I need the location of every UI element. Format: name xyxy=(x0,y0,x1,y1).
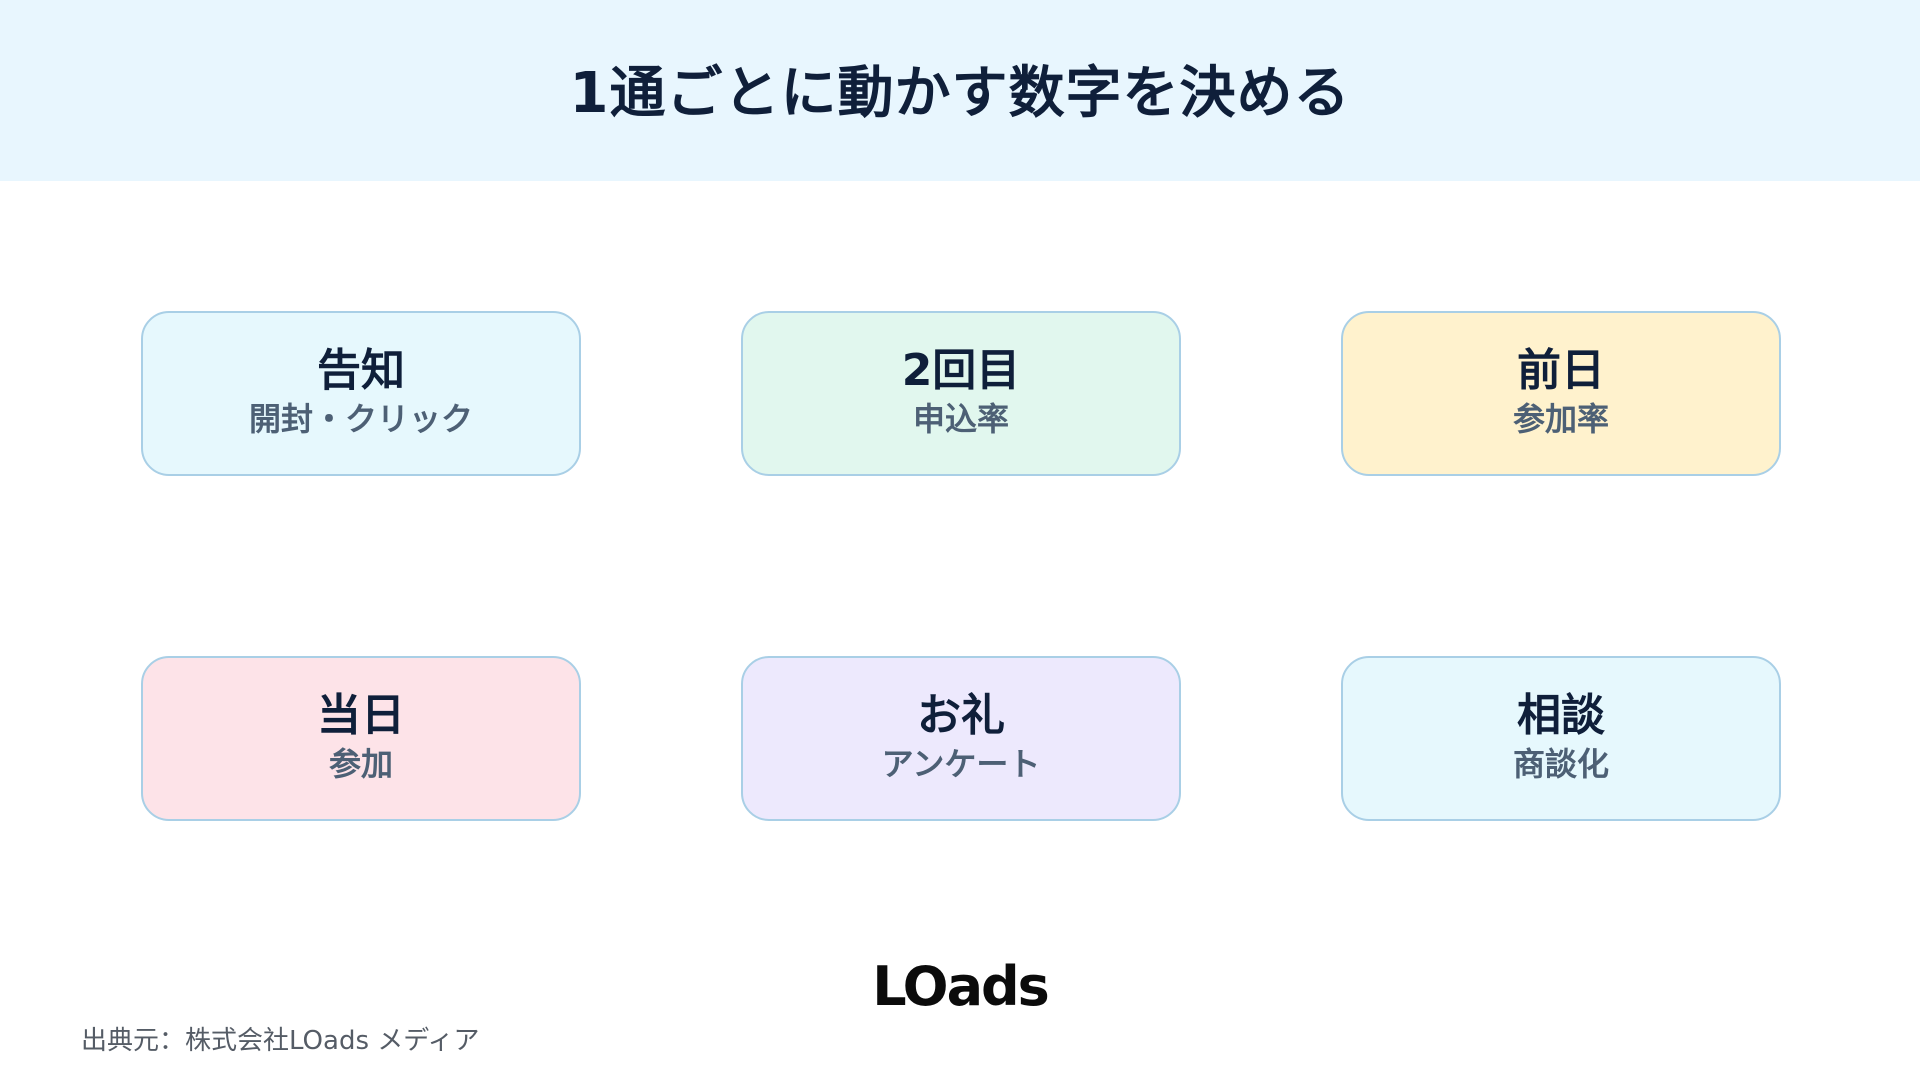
card-metric: 申込率 xyxy=(912,400,1009,438)
card-title: 2回目 xyxy=(901,345,1021,397)
card-metric: 参加率 xyxy=(1512,400,1609,438)
card-title: 前日 xyxy=(1517,345,1605,397)
card-consultation: 相談 商談化 xyxy=(1341,656,1781,821)
card-title: お礼 xyxy=(917,690,1005,742)
card-second-mail: 2回目 申込率 xyxy=(741,311,1181,476)
card-title: 相談 xyxy=(1517,690,1605,742)
card-metric: 参加 xyxy=(328,745,393,783)
card-metric: 開封・クリック xyxy=(248,400,473,438)
card-day-before: 前日 参加率 xyxy=(1341,311,1781,476)
source-note: 出典元：株式会社LOads メディア xyxy=(81,1026,480,1056)
card-metric: 商談化 xyxy=(1512,745,1609,783)
card-metric: アンケート xyxy=(881,745,1041,783)
card-thank-you: お礼 アンケート xyxy=(741,656,1181,821)
brand-logo: LOads xyxy=(872,955,1050,1018)
card-event-day: 当日 参加 xyxy=(141,656,581,821)
slide-title: 1通ごとに動かす数字を決める xyxy=(569,61,1351,126)
card-title: 当日 xyxy=(317,690,405,742)
header-band: 1通ごとに動かす数字を決める xyxy=(0,0,1920,181)
card-announcement: 告知 開封・クリック xyxy=(141,311,581,476)
card-title: 告知 xyxy=(317,345,405,397)
